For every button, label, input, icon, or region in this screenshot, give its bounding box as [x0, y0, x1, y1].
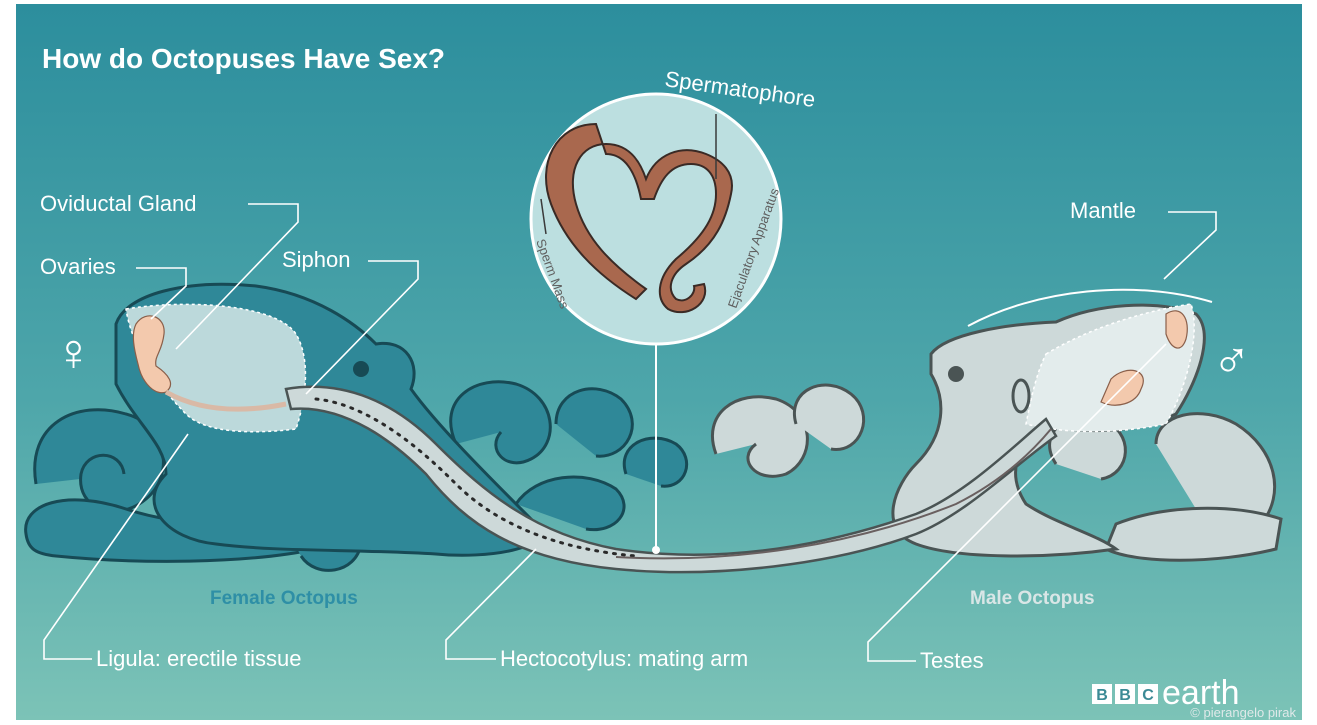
label-oviductal-gland: Oviductal Gland	[40, 191, 197, 216]
diagram-canvas: How do Octopuses Have Sex?	[16, 4, 1302, 720]
male-eye	[948, 366, 964, 382]
credit-watermark: © pierangelo pirak	[1190, 705, 1296, 720]
female-eye	[353, 361, 369, 377]
bbc-letter-1: B	[1096, 687, 1108, 704]
male-siphon	[1013, 380, 1029, 412]
female-symbol-icon: ♀	[54, 324, 93, 382]
male-symbol-icon: ♂	[1212, 332, 1251, 390]
label-female-octopus: Female Octopus	[210, 588, 358, 609]
label-ovaries: Ovaries	[40, 254, 116, 279]
label-hectocotylus: Hectocotylus: mating arm	[500, 646, 748, 671]
testes-organ	[1166, 311, 1187, 348]
label-mantle: Mantle	[1070, 198, 1136, 223]
label-ligula: Ligula: erectile tissue	[96, 646, 301, 671]
label-male-octopus: Male Octopus	[970, 588, 1095, 609]
page-title: How do Octopuses Have Sex?	[42, 43, 445, 74]
label-testes: Testes	[920, 648, 984, 673]
label-siphon: Siphon	[282, 247, 351, 272]
bbc-letter-2: B	[1119, 687, 1131, 704]
bbc-letter-3: C	[1142, 687, 1154, 704]
